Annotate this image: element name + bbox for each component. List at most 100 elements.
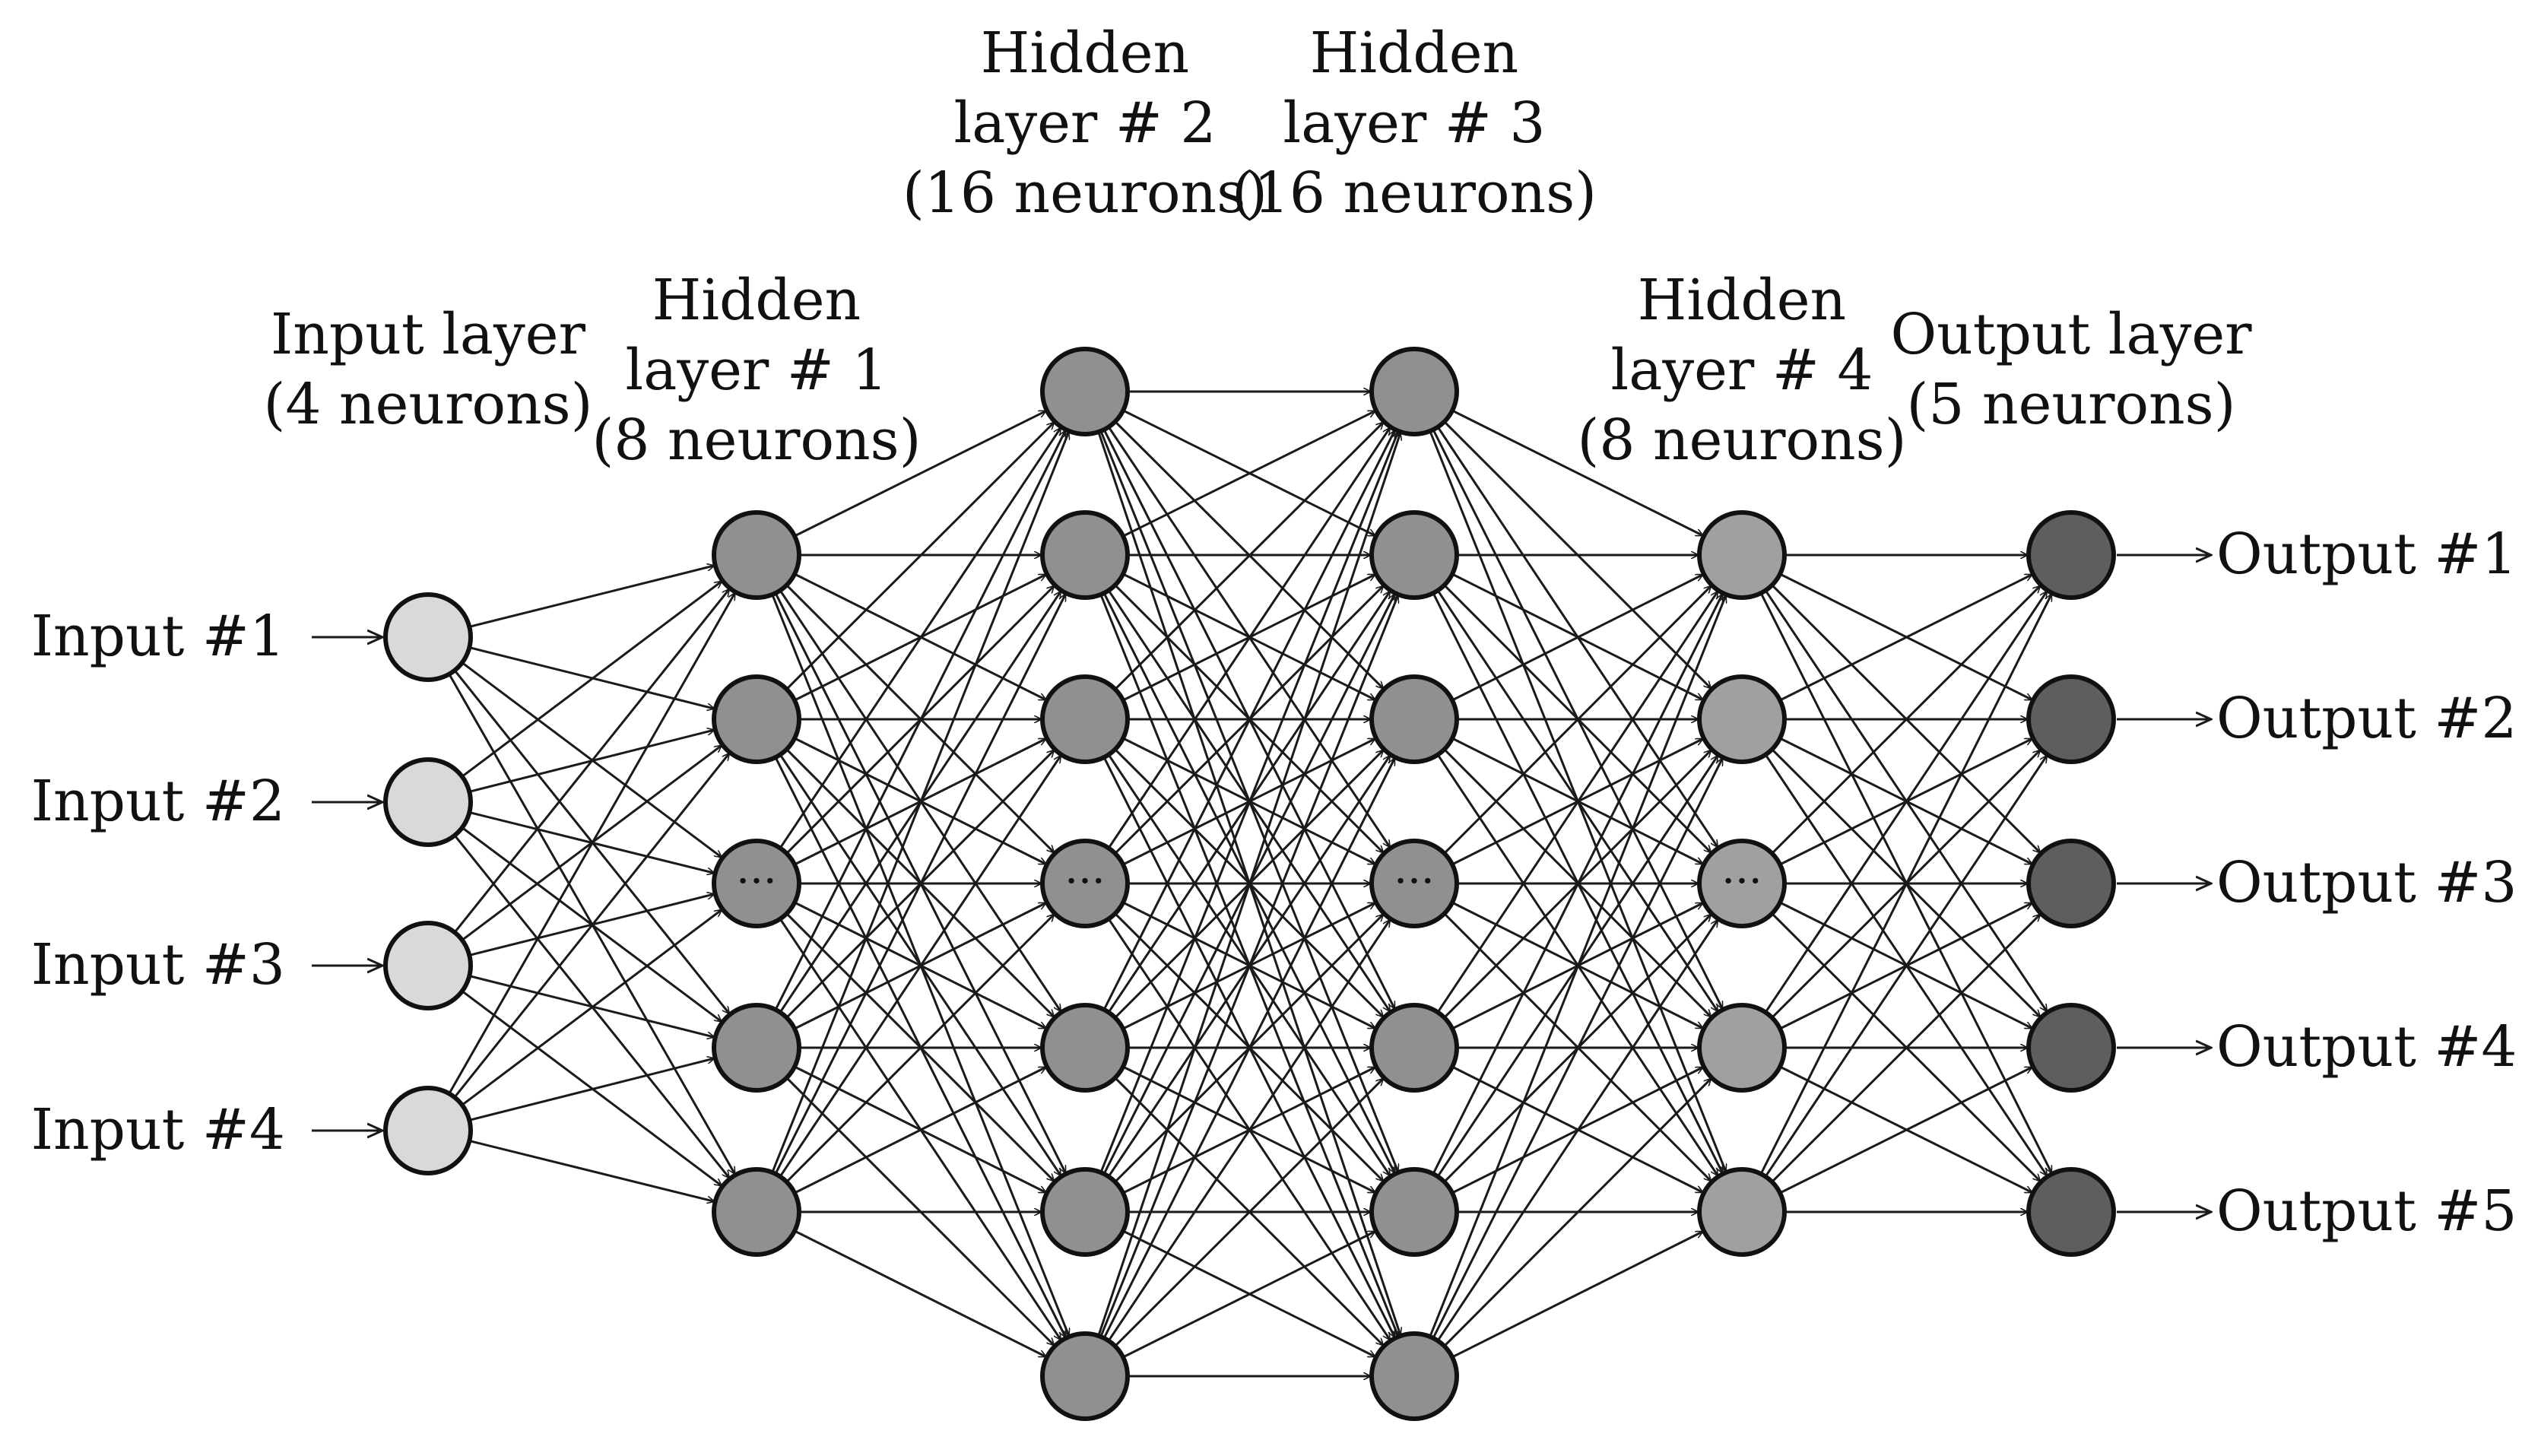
input-label: Input #4 xyxy=(31,1097,285,1163)
neurons: ··· ··· ··· ··· xyxy=(383,347,2116,1421)
connection-edge xyxy=(1099,596,1398,1337)
input-label: Input #3 xyxy=(31,932,285,998)
connection-edge xyxy=(794,410,1045,538)
hidden3-neuron xyxy=(1369,347,1459,436)
output-neuron xyxy=(2026,1167,2116,1257)
connection-edge xyxy=(1114,1079,1383,1347)
hidden3-title-line: (16 neurons) xyxy=(1232,160,1597,226)
input-neuron xyxy=(383,1086,473,1175)
connection-edge xyxy=(785,423,1054,690)
input-title-line: (4 neurons) xyxy=(263,372,592,437)
connection-edge xyxy=(461,582,722,778)
connection-edge xyxy=(1764,592,2047,1013)
hidden2-title-line: (16 neurons) xyxy=(903,160,1267,226)
connection-edge xyxy=(1451,1230,1702,1359)
connection-edge xyxy=(1102,759,1396,1339)
connection-edge xyxy=(1771,915,2040,1183)
connection-edge xyxy=(468,566,713,628)
connection-edge xyxy=(774,431,1067,1010)
output-label: Output #2 xyxy=(2216,686,2517,751)
connection-edge xyxy=(461,910,722,1106)
output-label: Output #3 xyxy=(2216,850,2517,915)
connection-edge xyxy=(794,1229,1045,1358)
hidden4-ellipsis: ··· xyxy=(1721,857,1762,906)
hidden1-neuron xyxy=(712,839,801,928)
hidden4-neuron xyxy=(1697,674,1787,764)
output-neuron xyxy=(2026,674,2116,764)
connection-edge xyxy=(1451,409,1702,537)
hidden2-title-line: layer # 2 xyxy=(954,90,1217,156)
hidden2-title-line: Hidden xyxy=(981,21,1189,86)
connection-edge xyxy=(1436,920,1718,1342)
hidden2-neuron xyxy=(1040,1167,1130,1257)
connection-edge xyxy=(1779,1066,2032,1194)
hidden4-neuron xyxy=(1697,510,1787,600)
connection-edge xyxy=(468,1058,714,1121)
output-title-line: Output layer xyxy=(1890,302,2252,367)
connection-edge xyxy=(1097,433,1401,1337)
connection-edge xyxy=(469,1140,713,1202)
connection-edge xyxy=(1443,1079,1711,1347)
hidden4-title-line: Hidden xyxy=(1638,268,1846,333)
hidden2-neuron xyxy=(1040,839,1130,928)
connection-edge xyxy=(1099,433,1398,1173)
connection-edge xyxy=(1107,428,1390,849)
connection-edge xyxy=(1432,759,1724,1339)
connection-edge xyxy=(1122,410,1375,538)
hidden3-neuron xyxy=(1369,1003,1459,1093)
hidden3-neuron xyxy=(1369,1331,1459,1421)
hidden1-ellipsis: ··· xyxy=(736,857,776,906)
connection-edge xyxy=(1102,431,1396,1010)
connection-edge xyxy=(1764,756,2047,1178)
hidden4-neuron xyxy=(1697,839,1787,928)
output-label: Output #5 xyxy=(2216,1178,2517,1244)
connection-edge xyxy=(453,589,729,934)
input-label: Input #1 xyxy=(31,604,285,669)
connection-edge xyxy=(1451,573,1702,702)
output-label: Output #1 xyxy=(2216,522,2517,587)
hidden2-ellipsis: ··· xyxy=(1064,857,1105,906)
hidden3-neuron xyxy=(1369,839,1459,928)
hidden4-neuron xyxy=(1697,1167,1787,1257)
connection-edge xyxy=(1114,423,1383,690)
hidden1-neuron xyxy=(712,1003,801,1093)
connections xyxy=(312,392,2211,1376)
connection-edge xyxy=(771,433,1069,1173)
connection-edge xyxy=(1432,595,1724,1175)
hidden2-neuron xyxy=(1040,347,1130,436)
connection-edge xyxy=(453,753,729,1099)
hidden1-title-line: (8 neurons) xyxy=(592,408,921,473)
connection-edge xyxy=(1122,1230,1375,1359)
hidden3-ellipsis: ··· xyxy=(1394,857,1434,906)
input-neuron xyxy=(383,921,473,1010)
connection-edge xyxy=(1779,573,2032,702)
output-label: Output #4 xyxy=(2216,1014,2517,1080)
connection-edge xyxy=(779,756,1061,1178)
connection-edge xyxy=(1443,586,1711,855)
hidden1-neuron xyxy=(712,674,801,764)
output-neuron xyxy=(2026,839,2116,928)
connection-edge xyxy=(1771,586,2040,855)
connection-edge xyxy=(1436,592,1718,1013)
connection-edge xyxy=(774,595,1067,1175)
connection-edge xyxy=(1759,595,2053,1175)
input-label: Input #2 xyxy=(31,769,285,834)
connection-edge xyxy=(1429,596,1726,1337)
hidden2-neuron xyxy=(1040,510,1130,600)
connection-edge xyxy=(794,1066,1045,1194)
connection-edge xyxy=(779,428,1061,849)
connection-edge xyxy=(448,593,735,1095)
hidden2-neuron xyxy=(1040,1331,1130,1421)
connection-edge xyxy=(785,915,1054,1183)
hidden3-neuron xyxy=(1369,510,1459,600)
hidden1-neuron xyxy=(712,510,801,600)
output-neuron xyxy=(2026,1003,2116,1093)
input-neuron xyxy=(383,757,473,847)
output-title-line: (5 neurons) xyxy=(1906,372,2235,437)
hidden3-neuron xyxy=(1369,674,1459,764)
hidden2-neuron xyxy=(1040,1003,1130,1093)
hidden3-title-line: Hidden xyxy=(1310,21,1518,86)
input-neuron xyxy=(383,592,473,682)
